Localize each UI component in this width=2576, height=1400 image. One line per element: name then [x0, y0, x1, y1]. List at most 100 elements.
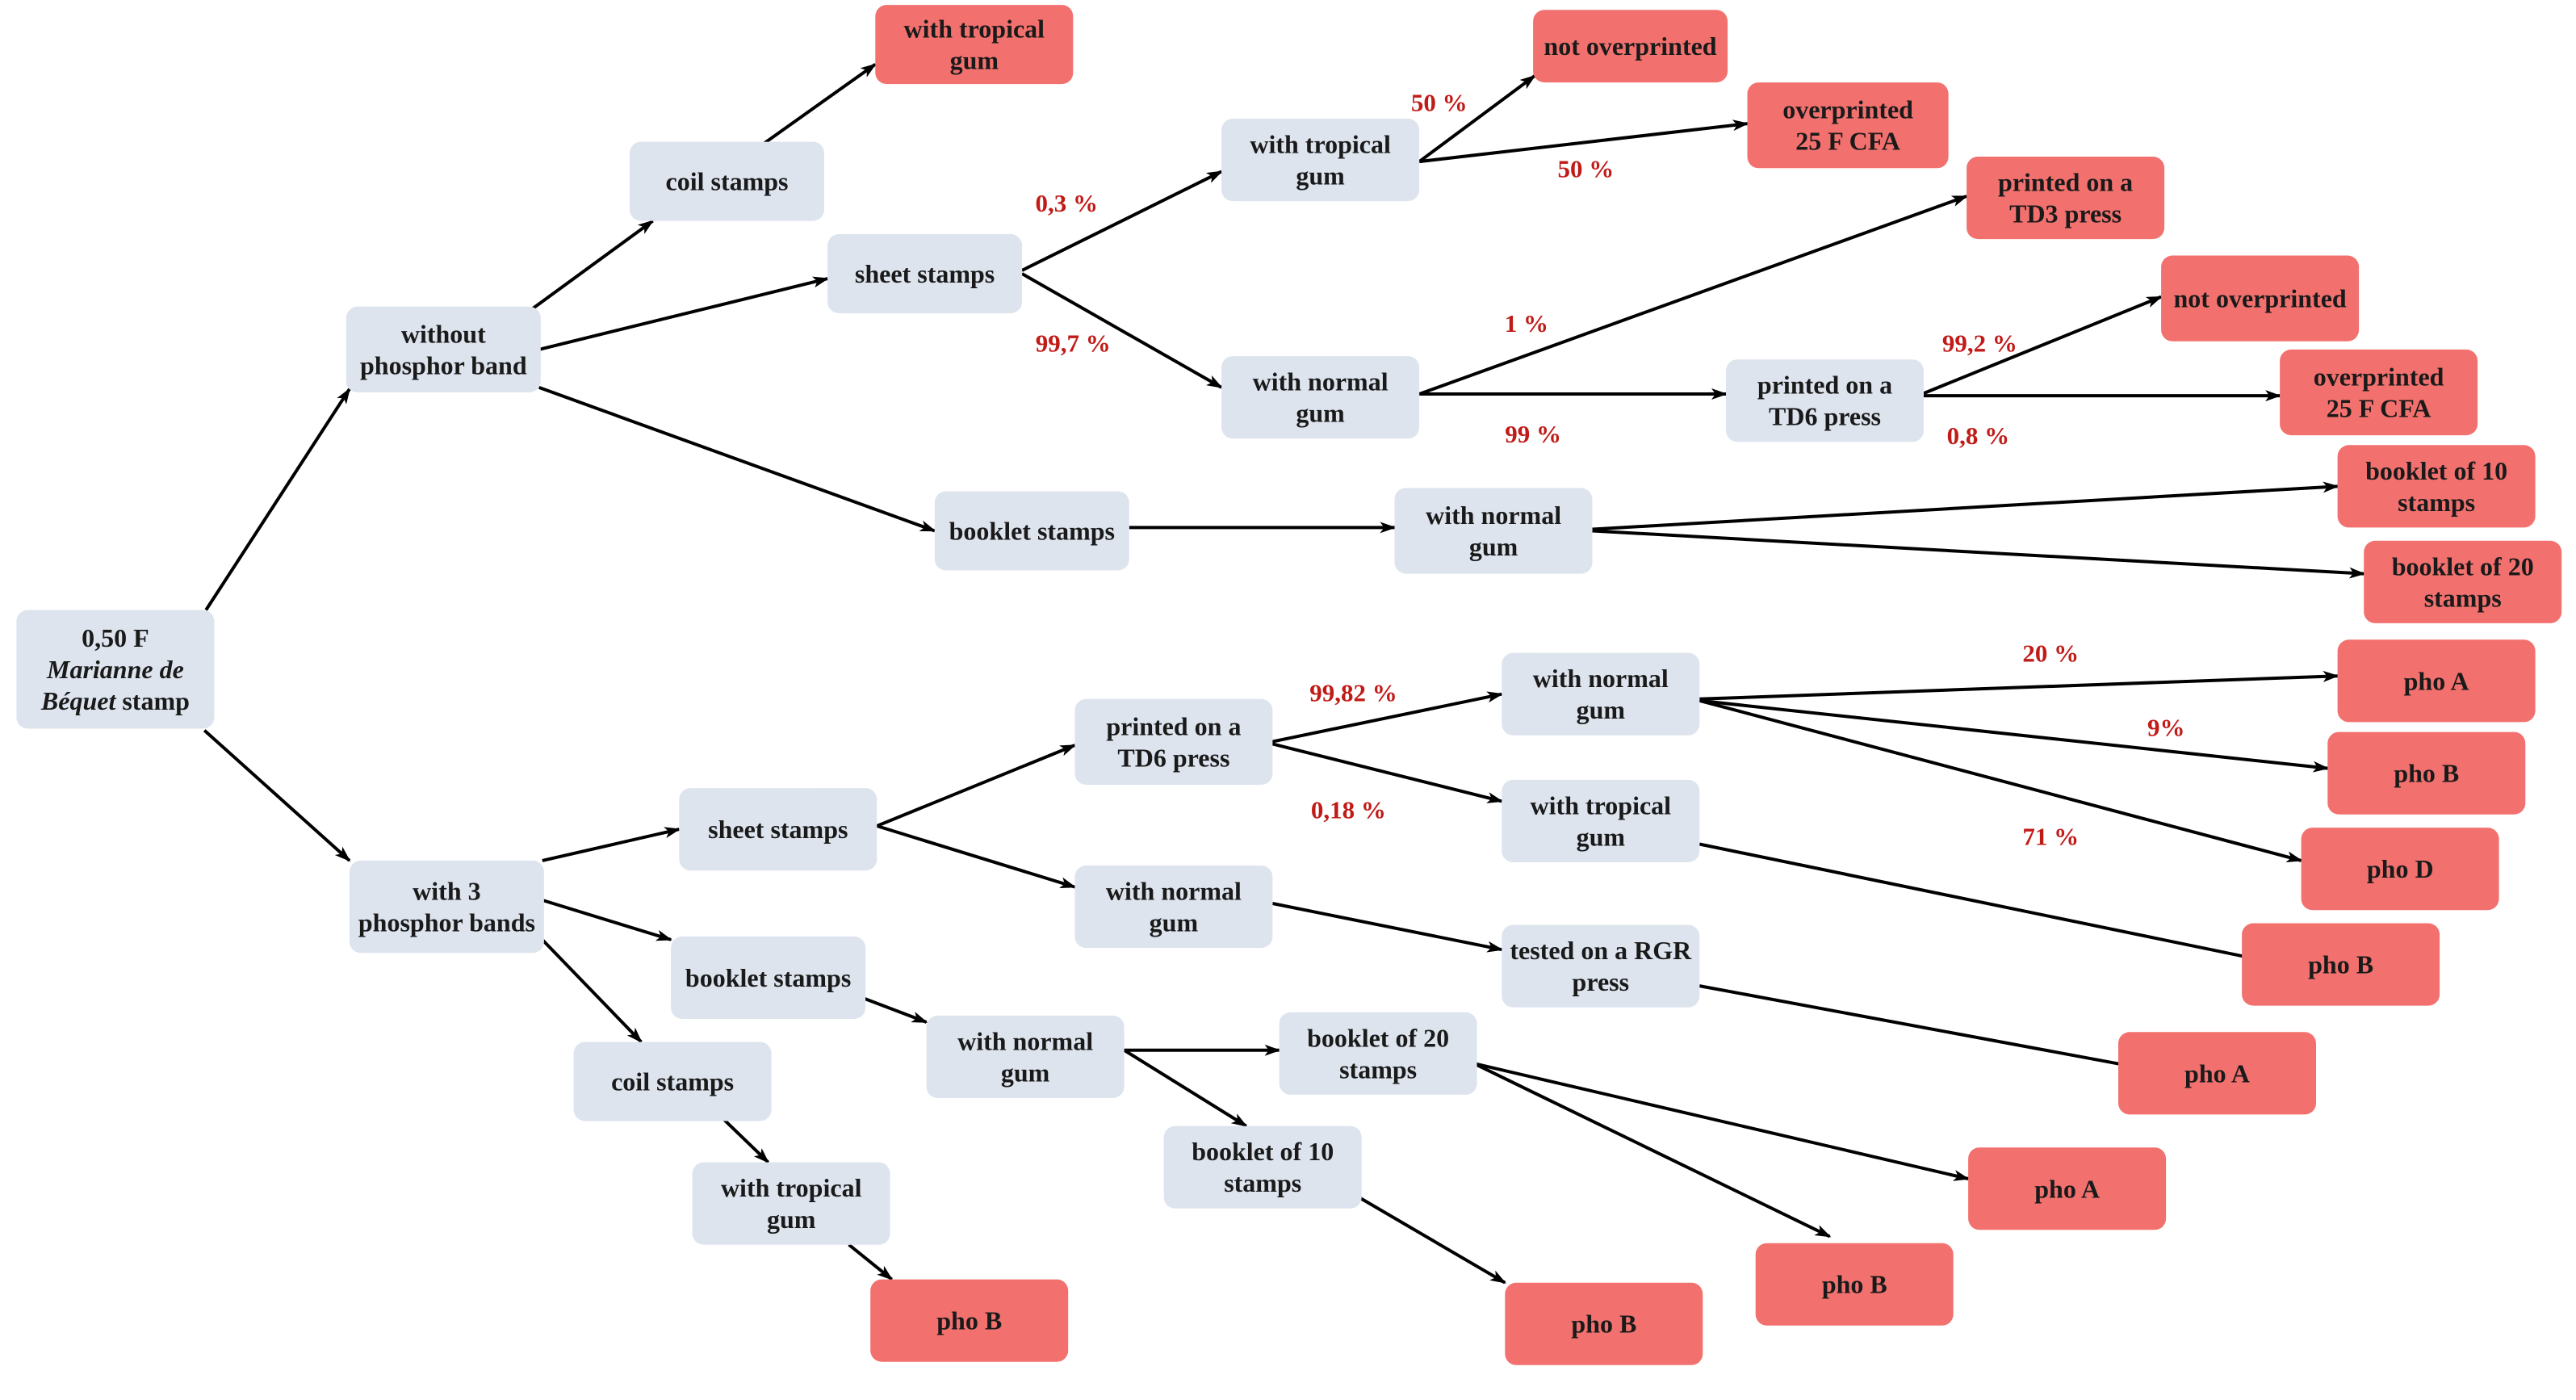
node-box — [1163, 1125, 1362, 1209]
node-label-line: pho B — [1571, 1310, 1636, 1339]
node-box — [2301, 828, 2499, 911]
node-label-line: Marianne de — [46, 655, 184, 684]
node-label-line: 0,50 F — [82, 623, 149, 652]
node-box — [679, 788, 878, 871]
node-label-line: TD6 press — [1769, 402, 1881, 431]
node-box — [827, 234, 1023, 313]
node-label-line: pho A — [2404, 666, 2469, 695]
terminal-node-p-phoA-1: pho A — [2337, 639, 2536, 723]
node-label-line: pho D — [2367, 854, 2434, 883]
node-box — [1505, 1282, 1703, 1365]
node-label-line: tested on a RGR — [1510, 936, 1692, 965]
node-label-line: TD6 press — [1117, 743, 1229, 772]
arrow-normal-gum-to-rgr — [1272, 902, 1504, 953]
arrow-three-phos-to-coil — [541, 938, 643, 1043]
node-label-line: overprinted — [2314, 363, 2444, 392]
node-label-line: stamps — [1339, 1054, 1417, 1084]
terminal-node-p-phoA-2: pho A — [2118, 1032, 2316, 1115]
arrow-td6-to-normal — [1270, 691, 1504, 744]
percentage-label-np-not-over-1-share: 50 % — [1411, 89, 1468, 117]
node-label-line: booklet of 10 — [2365, 456, 2507, 485]
arrow-booklet-normal-gum-to-10 — [1123, 1049, 1248, 1128]
node-label-line: overprinted — [1782, 95, 1913, 124]
terminal-node-p-phoB-1: pho B — [2327, 731, 2526, 815]
node-box — [1394, 488, 1593, 574]
node-label-line: with normal — [957, 1026, 1093, 1055]
node-box — [573, 1042, 772, 1121]
node-box — [1221, 119, 1420, 202]
node-label-line: gum — [1577, 695, 1626, 724]
terminal-node-p-phoA-3: pho A — [1968, 1147, 2167, 1230]
arrow-three-phos-to-sheet — [542, 827, 681, 862]
node-label-line: booklet of 20 — [2392, 551, 2534, 581]
node-box — [1533, 10, 1728, 83]
category-node-np-coil: coil stamps — [630, 141, 824, 221]
node-box — [346, 306, 541, 392]
percentage-label-np-over-2-share: 0,8 % — [1947, 421, 2010, 450]
node-box — [692, 1162, 890, 1245]
node-label-line: Béquet stamp — [40, 686, 190, 715]
percentage-labels-layer: 0,3 %99,7 %50 %50 %1 %99 %99,2 %0,8 %99,… — [1035, 89, 2184, 851]
percentage-label-np-td6-share: 99 % — [1505, 420, 1561, 448]
node-label-line: gum — [1150, 908, 1199, 937]
arrow-booklet20-to-pho-b — [1472, 1062, 1832, 1239]
node-box — [1502, 779, 1700, 862]
percentage-label-p-td6-norm-share: 99,82 % — [1309, 679, 1397, 707]
node-label-line: without — [401, 319, 486, 348]
node-label-line: with normal — [1533, 664, 1669, 693]
node-box — [2337, 445, 2536, 528]
arrow-rgr-to-pho-a — [1698, 984, 2145, 1071]
arrow-sheet-to-normal-gum — [876, 824, 1077, 889]
node-box — [926, 1015, 1125, 1098]
percentage-label-p-phoA-1-share: 20 % — [2022, 639, 2079, 668]
node-label-line: not overprinted — [2173, 284, 2346, 313]
node-box — [2161, 255, 2360, 342]
node-label-line: with tropical — [904, 15, 1045, 44]
node-label-line: stamps — [1224, 1168, 1301, 1197]
node-label-line: sheet stamps — [708, 815, 848, 844]
arrow-tropical-gum-to-pho-b — [848, 1243, 894, 1281]
node-label-line: pho B — [936, 1306, 1002, 1335]
percentage-label-p-phoD-share: 71 % — [2022, 822, 2079, 850]
node-label-line: with normal — [1253, 367, 1389, 396]
arrow-booklet10-to-pho-b — [1357, 1195, 1507, 1285]
arrow-tropical-to-overprinted — [1418, 119, 1749, 164]
node-box — [1502, 652, 1700, 736]
terminal-node-np-booklet10: booklet of 10 stamps — [2337, 445, 2536, 528]
terminal-node-p-phoB-3: pho B — [1755, 1243, 1954, 1326]
node-label-line: stamps — [2398, 488, 2475, 517]
node-label-line: press — [1573, 967, 1630, 996]
node-label-line: gum — [1296, 399, 1345, 428]
arrow-normal-to-pho-a — [1699, 670, 2339, 701]
node-box — [16, 610, 215, 729]
terminal-node-p-phoB-2: pho B — [2242, 923, 2440, 1006]
arrow-sheet-to-td6 — [876, 744, 1077, 828]
arrow-root-to-three-phos — [203, 729, 351, 862]
node-box — [1074, 698, 1273, 785]
arrow-no-phos-to-sheet — [538, 276, 830, 351]
node-box — [1967, 157, 2165, 240]
category-node-p-booklet: booklet stamps — [671, 936, 866, 1019]
node-label-line: with normal — [1426, 501, 1561, 530]
node-label-line: gum — [1469, 532, 1518, 561]
arrow-root-to-no-phos — [204, 388, 351, 611]
category-node-np-booklet: booklet stamps — [934, 491, 1129, 571]
arrow-tropical-to-not-overprinted — [1418, 74, 1536, 163]
arrow-booklet-normal-to-20 — [1592, 529, 2366, 579]
node-box — [630, 141, 824, 221]
edges-layer — [203, 62, 2366, 1285]
arrow-coil-to-tropical-gum — [717, 1113, 770, 1164]
arrow-no-phos-to-coil — [530, 219, 655, 312]
